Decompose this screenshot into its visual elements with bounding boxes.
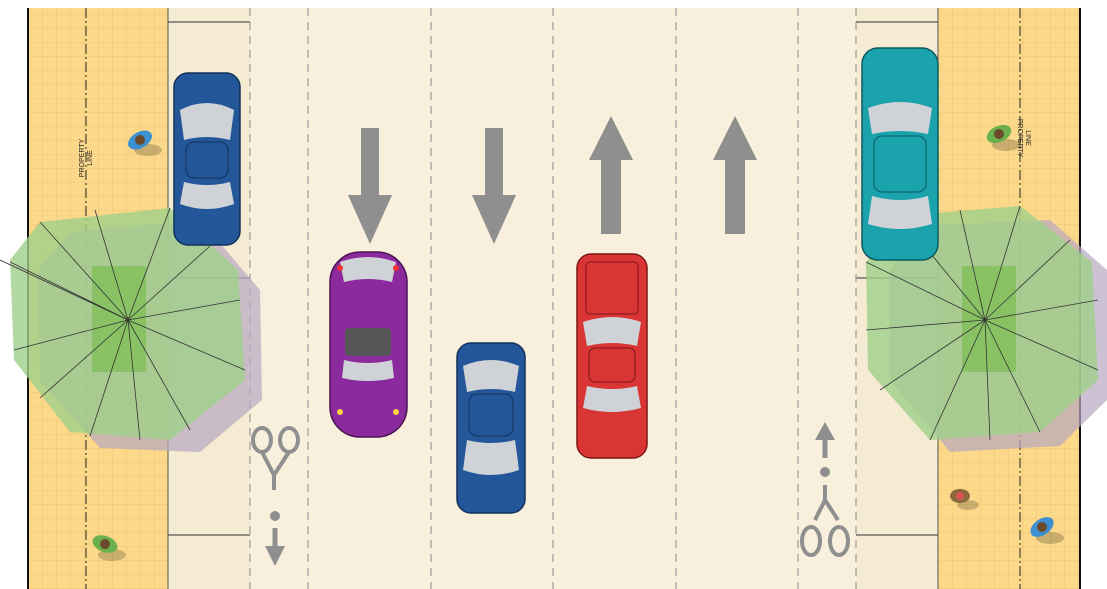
teal-sedan-parked-east (861, 47, 939, 261)
bike-lane-marking-west-icon (251, 426, 300, 566)
tree-pit-west (92, 266, 146, 372)
property-line-label-west: PROPERTY LINE (79, 138, 94, 177)
red-pickup (576, 253, 648, 459)
pedestrian-nw (128, 130, 162, 156)
property-line-label-east-line2: LINE (1024, 130, 1031, 146)
arrow-north-lane4-icon (713, 116, 757, 234)
street-tree-west (0, 207, 262, 452)
arrow-south-lane1-icon (348, 128, 392, 244)
pedestrian-se-2 (1030, 517, 1064, 544)
property-line-label-east-line1: PROPERTY (1016, 119, 1023, 158)
bike-lane-marking-east-icon (800, 422, 850, 557)
pedestrian-sw (92, 535, 126, 561)
arrow-north-lane3-icon (589, 116, 633, 234)
pedestrian-se-1 (950, 489, 979, 510)
roadway (168, 8, 938, 589)
street-tree-east (865, 205, 1107, 452)
pedestrian-ne (986, 124, 1020, 151)
property-line-label-west-line2: LINE (87, 150, 94, 166)
property-line-label-west-line1: PROPERTY (79, 138, 86, 177)
arrow-south-lane2-icon (472, 128, 516, 244)
purple-beetle (329, 251, 408, 438)
blue-sedan-parked-west (173, 72, 241, 246)
property-line-label-east: PROPERTY LINE (1016, 119, 1031, 158)
blue-sedan-lane2 (456, 342, 526, 514)
